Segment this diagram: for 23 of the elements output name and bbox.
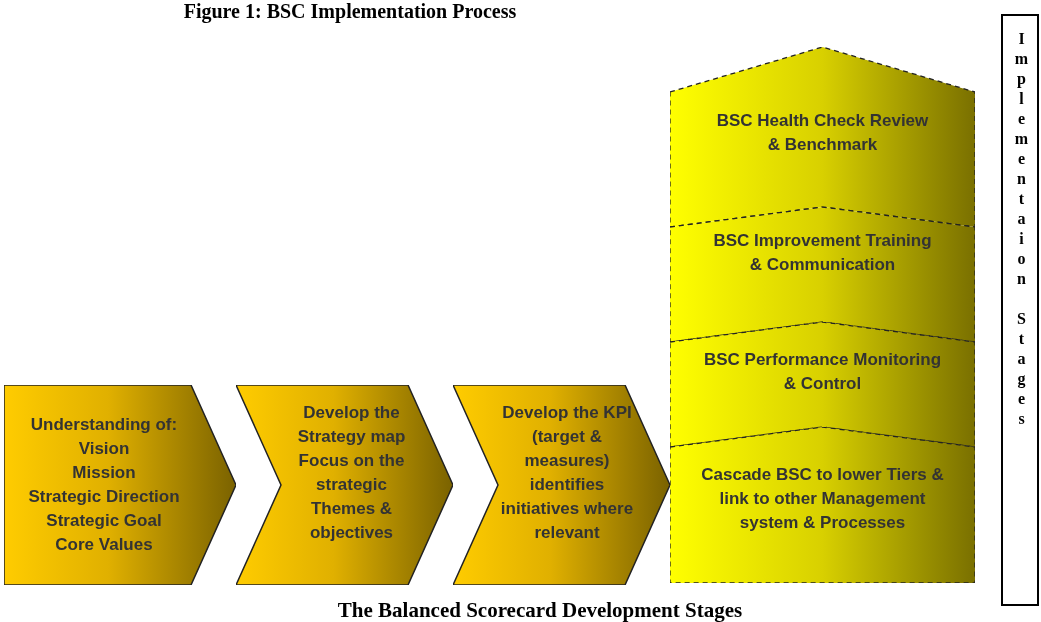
step-heading: Understanding of: [29,414,179,436]
step-text: Strategic Goal [45,510,163,532]
step-text: Develop the KPI (target & measures) identifies initiatives where relevant [499,402,635,544]
step-text: BSC Health Check Review & Benchmark [715,110,930,156]
step-text: Develop the Strategy map Focus on the strategic Themes & objectives [296,402,407,544]
vertical-label-box [1001,14,1039,606]
vertical-label: Implementaion Stages [1012,30,1031,430]
step-text: Strategic Direction [27,486,181,508]
arrow-head-band [670,47,975,227]
chevron-step [236,385,453,585]
step-text: Core Values [54,534,154,556]
step-text: BSC Performance Monitoring & Control [702,349,943,395]
chevron-step [453,385,670,585]
step-text: BSC Improvement Training & Communication [712,230,933,276]
arrow-band [670,322,975,447]
step-text: Cascade BSC to lower Tiers & link to other Management system & Processes [700,464,945,534]
arrow-band [670,427,975,583]
figure-title: Figure 1: BSC Implementation Process [182,0,518,23]
arrow-band [670,207,975,342]
step-text: Vision [77,438,131,460]
step-text: Mission [71,462,137,484]
caption: The Balanced Scorecard Development Stages [336,598,744,622]
chevron-step [4,385,236,585]
